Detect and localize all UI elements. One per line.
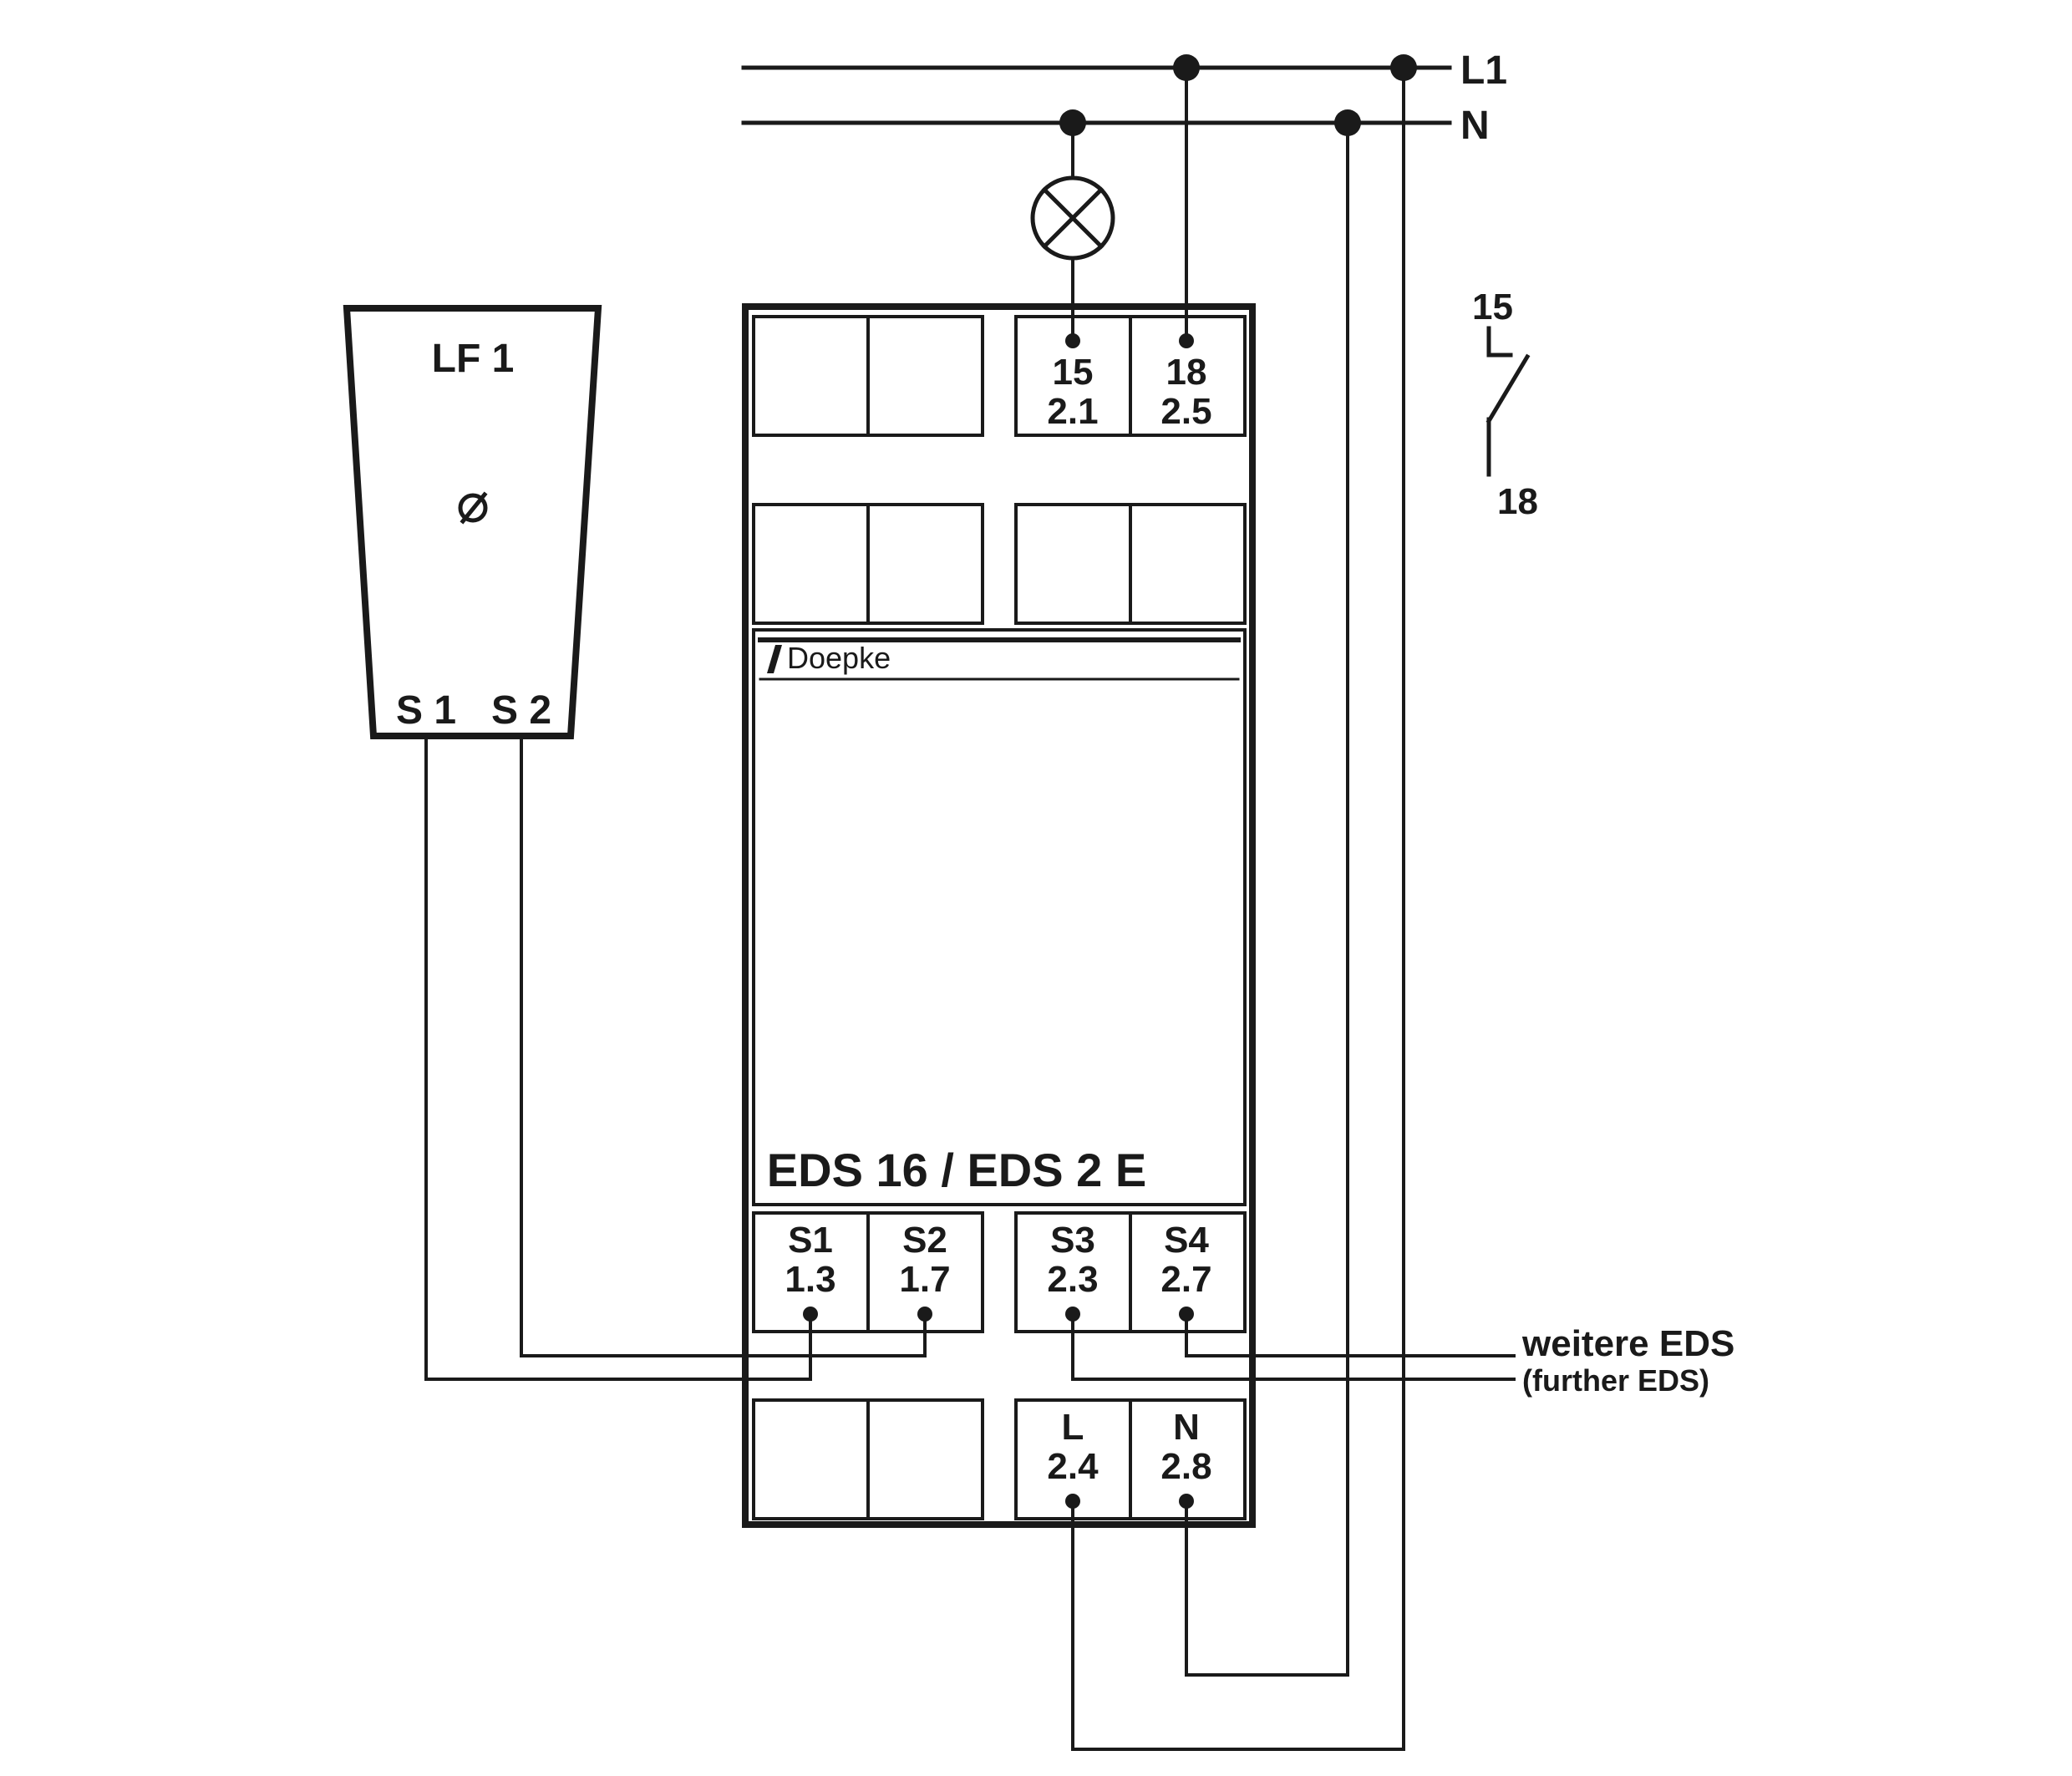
contact-top-label: 15: [1472, 287, 1513, 327]
sensor-symbol-icon: [458, 493, 488, 523]
terminal-s2-number: 1.7: [899, 1259, 950, 1300]
contact-bottom-label: 18: [1497, 481, 1538, 522]
terminal-18-number: 2.5: [1160, 391, 1211, 432]
junction-dots: [803, 54, 1417, 1509]
terminal-s2-name: S2: [902, 1220, 947, 1261]
terminal-l-name: L: [1062, 1407, 1084, 1448]
terminal-s1-name: S1: [788, 1220, 833, 1261]
brand-label: Doepke: [787, 641, 891, 675]
contact-symbol-icon: [1485, 326, 1531, 477]
terminal-s4-number: 2.7: [1160, 1259, 1211, 1300]
front-panel: [752, 628, 1247, 1206]
device-model: EDS 16 / EDS 2 E: [767, 1144, 1146, 1196]
terminal-s3-number: 2.3: [1047, 1259, 1098, 1300]
sensor-s2-label: S 2: [491, 688, 551, 733]
sensor-symbol-slash: [460, 491, 488, 525]
terminal-n-number: 2.8: [1160, 1446, 1211, 1487]
further-eds-label: weitere EDS: [1521, 1323, 1734, 1364]
terminal-15-number: 2.1: [1047, 391, 1098, 432]
terminal-18-name: 18: [1166, 352, 1207, 393]
device-housing: [742, 303, 1256, 1528]
l1-label: L1: [1460, 48, 1507, 93]
sensor-lf1-body: [343, 305, 602, 739]
sensor-s1-label: S 1: [396, 688, 456, 733]
terminal-s4-name: S4: [1164, 1220, 1209, 1261]
terminal-n-name: N: [1173, 1407, 1200, 1448]
second-terminal-block: [752, 503, 1247, 625]
terminal-s3-name: S3: [1050, 1220, 1095, 1261]
wires: [424, 66, 1516, 1751]
sensor-name: LF 1: [432, 337, 515, 381]
n-label: N: [1460, 104, 1490, 148]
doepke-logo-icon: [767, 645, 782, 673]
terminal-l-number: 2.4: [1047, 1446, 1099, 1487]
terminal-s1-number: 1.3: [785, 1259, 835, 1300]
terminal-15-name: 15: [1053, 352, 1094, 393]
supply-terminal-block: [752, 1398, 1247, 1520]
further-eds-translation: (further EDS): [1522, 1363, 1709, 1398]
